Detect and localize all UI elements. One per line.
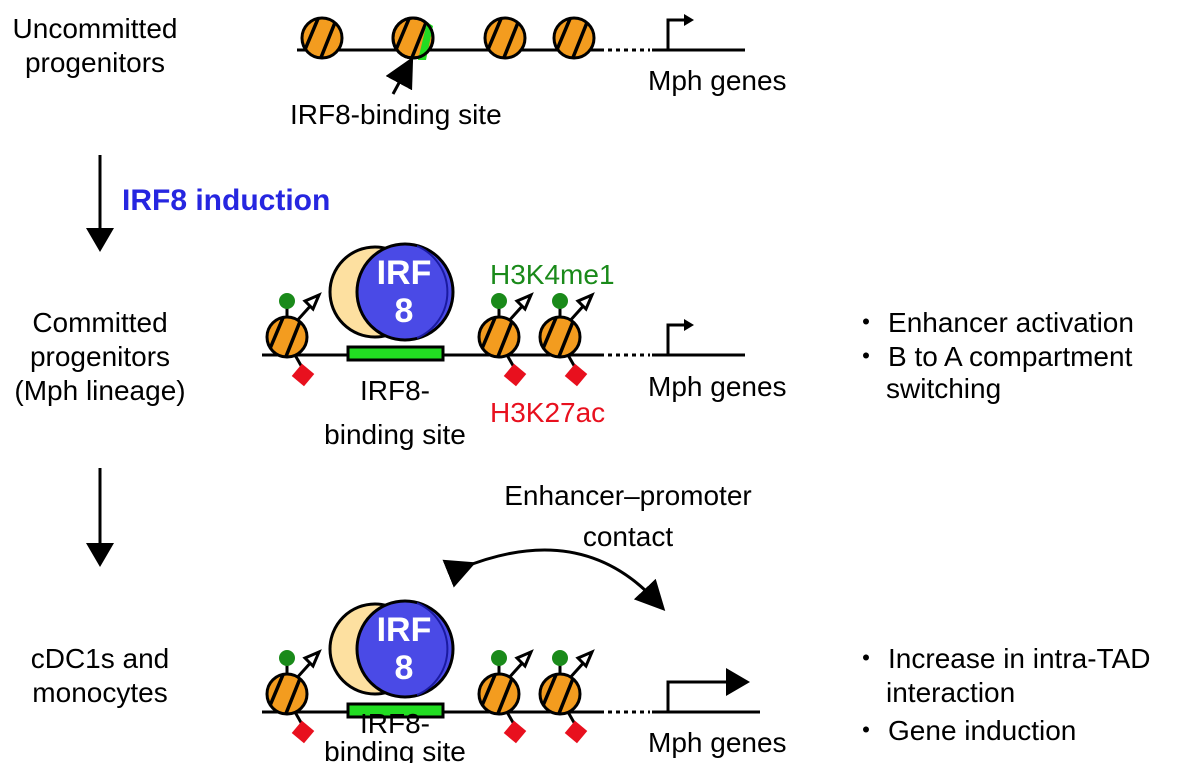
stage-label: progenitors	[30, 341, 170, 372]
binding-site-label: IRF8-binding site	[290, 99, 502, 130]
stage-label: monocytes	[32, 677, 167, 708]
stage-label: Committed	[32, 307, 167, 338]
modified-nucleosome	[267, 293, 319, 386]
promoter-arrowhead	[684, 319, 694, 331]
modified-nucleosome	[479, 650, 531, 743]
irf8-label: IRF	[377, 254, 432, 292]
bullet-item: ・Increase in intra-TAD	[852, 643, 1150, 674]
stage-committed: Committed progenitors (Mph lineage) IRF …	[14, 242, 1134, 450]
modified-nucleosome	[540, 293, 592, 386]
bullet-item: ・Enhancer activation	[852, 307, 1134, 338]
nucleosome	[485, 14, 525, 60]
transition-label: IRF8 induction	[122, 184, 330, 217]
h3k4me1-label: H3K4me1	[490, 259, 615, 290]
nucleosome	[554, 14, 594, 60]
binding-site-bar	[346, 345, 445, 362]
nucleosome	[302, 14, 342, 60]
binding-site-label: IRF8-	[360, 375, 430, 406]
bullet-item: ・B to A compartment	[852, 341, 1133, 372]
contact-double-arrow	[442, 548, 666, 611]
contact-label: Enhancer–promoter	[504, 480, 751, 511]
modified-nucleosome	[540, 650, 592, 743]
nucleosome-binding-site	[393, 14, 433, 60]
stage-label: Uncommitted	[13, 13, 178, 44]
stage-uncommitted: Uncommitted progenitors IRF8-binding sit…	[13, 13, 787, 130]
modified-nucleosome	[267, 650, 319, 743]
promoter-arrow	[666, 18, 686, 50]
binding-site-bar	[346, 702, 445, 719]
modified-nucleosome	[479, 293, 531, 386]
h3k27ac-label: H3K27ac	[490, 397, 605, 428]
promoter-arrow-active	[666, 680, 728, 712]
promoter-arrow	[666, 323, 686, 355]
genes-label: Mph genes	[648, 65, 787, 96]
contact-label: contact	[583, 521, 673, 552]
promoter-arrowhead	[684, 14, 694, 26]
stage-cdc1-monocytes: cDC1s and monocytes Enhancer–promoter co…	[31, 480, 1151, 763]
promoter-arrowhead	[726, 668, 750, 696]
down-arrowhead	[86, 543, 114, 567]
stage-label: (Mph lineage)	[14, 375, 185, 406]
irf8-label: IRF	[377, 611, 432, 649]
binding-site-label: binding site	[324, 736, 466, 763]
genes-label: Mph genes	[648, 371, 787, 402]
irf8-label: 8	[395, 292, 414, 330]
binding-site-label: binding site	[324, 419, 466, 450]
bullet-continuation: interaction	[886, 677, 1015, 708]
binding-site-label: IRF8-	[360, 708, 430, 739]
pointer-arrow	[385, 56, 414, 95]
bullet-continuation: switching	[886, 373, 1001, 404]
bullet-item: ・Gene induction	[852, 715, 1076, 746]
genes-label: Mph genes	[648, 727, 787, 758]
stage-label: progenitors	[25, 47, 165, 78]
irf8-label: 8	[395, 649, 414, 687]
down-arrowhead	[86, 228, 114, 252]
stage-label: cDC1s and	[31, 643, 170, 674]
